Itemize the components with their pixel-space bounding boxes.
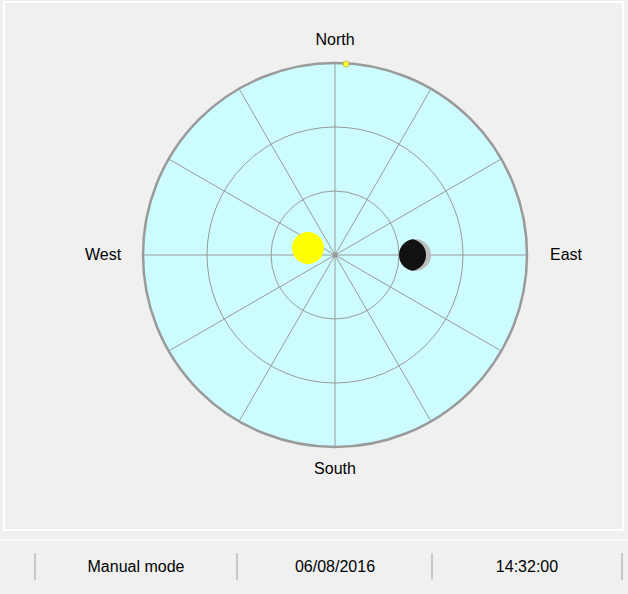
- status-time: 14:32:00: [496, 557, 558, 576]
- sun-disc: [292, 232, 324, 264]
- status-mode: Manual mode: [88, 557, 185, 576]
- moon-disc: [394, 239, 431, 271]
- panel-frame: [4, 2, 623, 530]
- sky-grid: [143, 63, 527, 447]
- direction-label: North: [315, 30, 354, 49]
- sky-disk: [143, 63, 527, 447]
- direction-label: West: [85, 245, 121, 264]
- direction-label: South: [314, 459, 356, 478]
- zenith-dot: [333, 253, 338, 258]
- horizon-ring: [143, 63, 527, 447]
- star-dot: [343, 61, 349, 67]
- status-date: 06/08/2016: [295, 557, 375, 576]
- direction-label: East: [550, 245, 582, 264]
- status-bar: [0, 540, 628, 580]
